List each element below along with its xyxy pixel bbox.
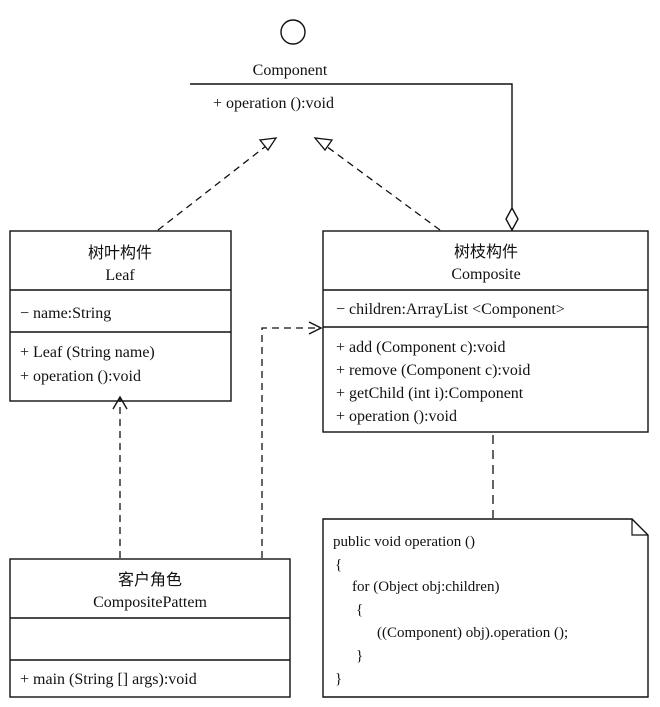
client-class-box <box>9 558 291 698</box>
leaf-realization-line <box>157 145 267 231</box>
leaf-chinese-name: 树叶构件 <box>88 243 152 262</box>
note-line: { <box>356 602 363 618</box>
note-line: { <box>335 557 342 573</box>
leaf-realization-arrow-icon <box>258 137 278 152</box>
composite-realization-line <box>325 145 441 231</box>
leaf-operation: + Leaf (String name) <box>20 344 155 361</box>
component-name: Component <box>253 62 328 79</box>
composite-class-box <box>322 230 649 433</box>
component-operation: + operation ():void <box>213 95 334 112</box>
client-composite-arrow-icon <box>308 321 323 335</box>
composite-operation: + getChild (int i):Component <box>336 385 524 402</box>
client-chinese-name: 客户角色 <box>118 570 182 589</box>
leaf-class-box <box>9 230 232 402</box>
client-name: CompositePattem <box>93 594 207 611</box>
interface-circle-icon <box>280 19 306 45</box>
note-line: } <box>335 671 342 687</box>
note-line: public void operation () <box>333 534 475 550</box>
composite-operation: + operation ():void <box>336 408 457 425</box>
composite-operation: + remove (Component c):void <box>336 362 530 379</box>
note-fold-icon <box>631 519 648 536</box>
leaf-operation: + operation ():void <box>20 368 141 385</box>
note-box <box>322 518 649 698</box>
composite-realization-arrow-icon <box>313 137 334 152</box>
client-leaf-arrow-icon <box>112 395 128 410</box>
composite-name: Composite <box>451 266 520 283</box>
note-line: ((Component) obj).operation (); <box>377 625 568 641</box>
leaf-name: Leaf <box>105 267 135 284</box>
note-line: for (Object obj:children) <box>352 579 499 595</box>
aggregation-line <box>395 83 513 208</box>
composite-chinese-name: 树枝构件 <box>454 242 518 261</box>
note-line: } <box>356 648 363 664</box>
client-operation: + main (String [] args):void <box>20 671 197 688</box>
aggregation-diamond-icon <box>505 206 519 232</box>
client-composite-dependency-line <box>261 327 320 558</box>
leaf-attribute: − name:String <box>20 305 111 322</box>
composite-operation: + add (Component c):void <box>336 339 505 356</box>
composite-attribute: − children:ArrayList <Component> <box>336 301 565 318</box>
